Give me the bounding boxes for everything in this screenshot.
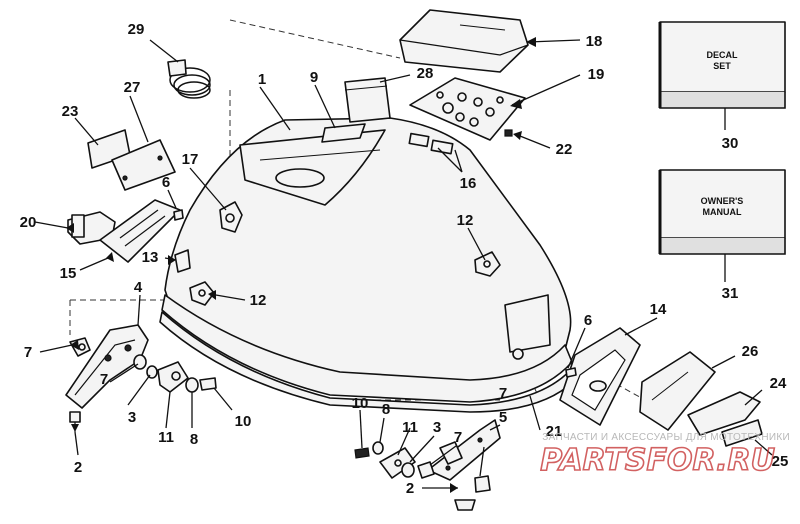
plate-part	[639, 351, 716, 431]
callout-label: 24	[770, 375, 787, 392]
right-hardware-row	[354, 441, 435, 479]
callout-label: 14	[650, 301, 667, 318]
callout-label: 18	[586, 33, 603, 50]
pad-part	[408, 132, 430, 148]
watermark-tagline: ЗАПЧАСТИ И АКСЕССУАРЫ ДЛЯ МОТОТЕХНИКИ	[542, 432, 790, 443]
callout-label: 7	[499, 385, 507, 402]
arrow-heads	[66, 37, 536, 493]
pouch-part	[344, 77, 391, 123]
callout-label: 19	[588, 66, 605, 83]
leader-lines	[34, 39, 773, 489]
callout-label: 16	[460, 175, 477, 192]
plate-part	[111, 139, 176, 191]
callout-label: 28	[417, 65, 434, 82]
owners-manual-line2: MANUAL	[703, 207, 742, 217]
callout-label: 31	[722, 285, 739, 302]
owners-manual-line1: OWNER'S	[701, 196, 744, 206]
top-cover-part	[399, 9, 529, 73]
engine-cover-hood	[159, 117, 578, 413]
callout-label: 3	[433, 419, 441, 436]
callout-label: 4	[134, 279, 143, 296]
callout-label: 15	[60, 265, 77, 282]
callout-label: 23	[62, 103, 79, 120]
owners-manual-box: OWNER'S MANUAL	[658, 169, 786, 255]
callout-label: 2	[406, 480, 414, 497]
callout-label: 6	[162, 174, 170, 191]
handle-part	[687, 391, 761, 436]
callout-label: 26	[742, 343, 759, 360]
frame-part	[559, 327, 641, 426]
callout-label: 7	[100, 371, 108, 388]
decal-set-box: DECAL SET	[658, 21, 786, 109]
screw-part	[504, 129, 513, 137]
coiled-cable-part	[167, 59, 211, 99]
decal-set-line2: SET	[713, 61, 731, 71]
callout-label: 13	[142, 249, 159, 266]
callout-label: 20	[20, 214, 37, 231]
callout-label: 11	[402, 419, 418, 436]
callout-label: 30	[722, 135, 739, 152]
callout-label: 12	[457, 212, 474, 229]
callout-label: 29	[128, 21, 145, 38]
callout-label: 10	[352, 395, 369, 412]
callout-label: 17	[182, 151, 199, 168]
callout-label: 11	[158, 429, 174, 446]
callout-label: 3	[128, 409, 136, 426]
left-bracket-assembly	[65, 324, 149, 432]
callout-label: 25	[772, 453, 789, 470]
callout-label: 9	[310, 69, 318, 86]
watermark-logo: PARTSFOR.RU	[540, 443, 775, 478]
callout-label: 1	[258, 71, 266, 88]
callout-label: 22	[556, 141, 573, 158]
callout-labels: 1 2 2 3 3 4 5 6 6 7 7 7 7 8 8 9 10 10 11…	[20, 21, 789, 497]
screw-part	[173, 209, 184, 221]
trim-part	[721, 419, 763, 447]
grommet-part	[189, 281, 215, 306]
right-bracket-assembly	[427, 419, 501, 511]
callout-label: 7	[24, 344, 32, 361]
watermark: ЗАПЧАСТИ И АКСЕССУАРЫ ДЛЯ МОТОТЕХНИКИ PA…	[539, 432, 790, 479]
screw-part	[565, 367, 577, 378]
alignment-line	[229, 19, 401, 59]
callout-label: 7	[454, 429, 462, 446]
gasket-plate-part	[409, 77, 526, 141]
left-hardware-row	[133, 354, 217, 393]
callout-label: 12	[250, 292, 267, 309]
callout-label: 21	[546, 423, 563, 440]
callout-label: 2	[74, 459, 82, 476]
callout-label: 10	[235, 413, 252, 430]
handle-part	[67, 211, 116, 245]
clip-part	[174, 249, 191, 273]
grommet-part	[474, 251, 501, 277]
callout-label: 6	[584, 312, 592, 329]
callout-label: 8	[382, 401, 390, 418]
decal-set-line1: DECAL	[707, 50, 739, 60]
callout-label: 8	[190, 431, 198, 448]
callout-label: 5	[499, 409, 507, 426]
callout-label: 27	[124, 79, 141, 96]
